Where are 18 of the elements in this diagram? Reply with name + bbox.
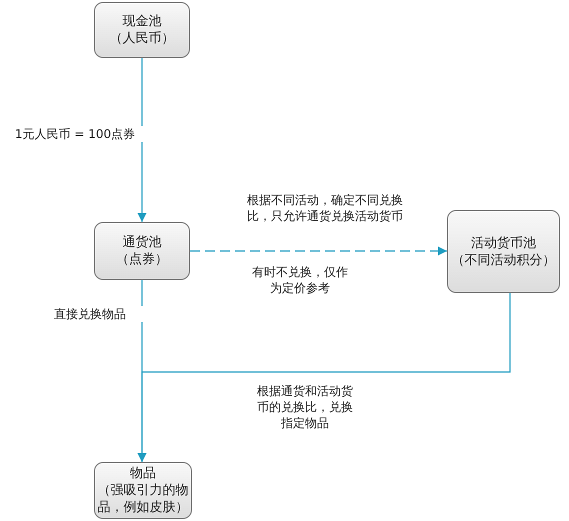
box-subtitle: （人民币）	[110, 30, 174, 47]
process-box	[94, 222, 190, 280]
box-subtitle: （强吸引力的物品，例如皮肤）	[96, 482, 190, 516]
note-text: 有时不兑换，仅作为定价参考	[250, 264, 350, 296]
box-subtitle: （点券）	[116, 251, 168, 268]
box-title: 活动货币池	[471, 234, 536, 252]
edge-label: 根据不同活动，确定不同兑换比，只允许通货兑换活动货币	[245, 192, 405, 224]
box-subtitle: （不同活动积分）	[452, 252, 556, 268]
box-title: 通货池	[122, 234, 162, 251]
arrow	[138, 58, 146, 222]
process-box	[447, 210, 560, 293]
process-box	[94, 2, 190, 58]
box-title: 物品	[130, 465, 156, 482]
arrow	[190, 246, 447, 256]
edge-label: 根据通货和活动货币的兑换比，兑换指定物品	[255, 383, 355, 431]
box-title: 现金池	[122, 13, 162, 30]
process-box	[94, 462, 192, 519]
arrow	[138, 293, 511, 462]
